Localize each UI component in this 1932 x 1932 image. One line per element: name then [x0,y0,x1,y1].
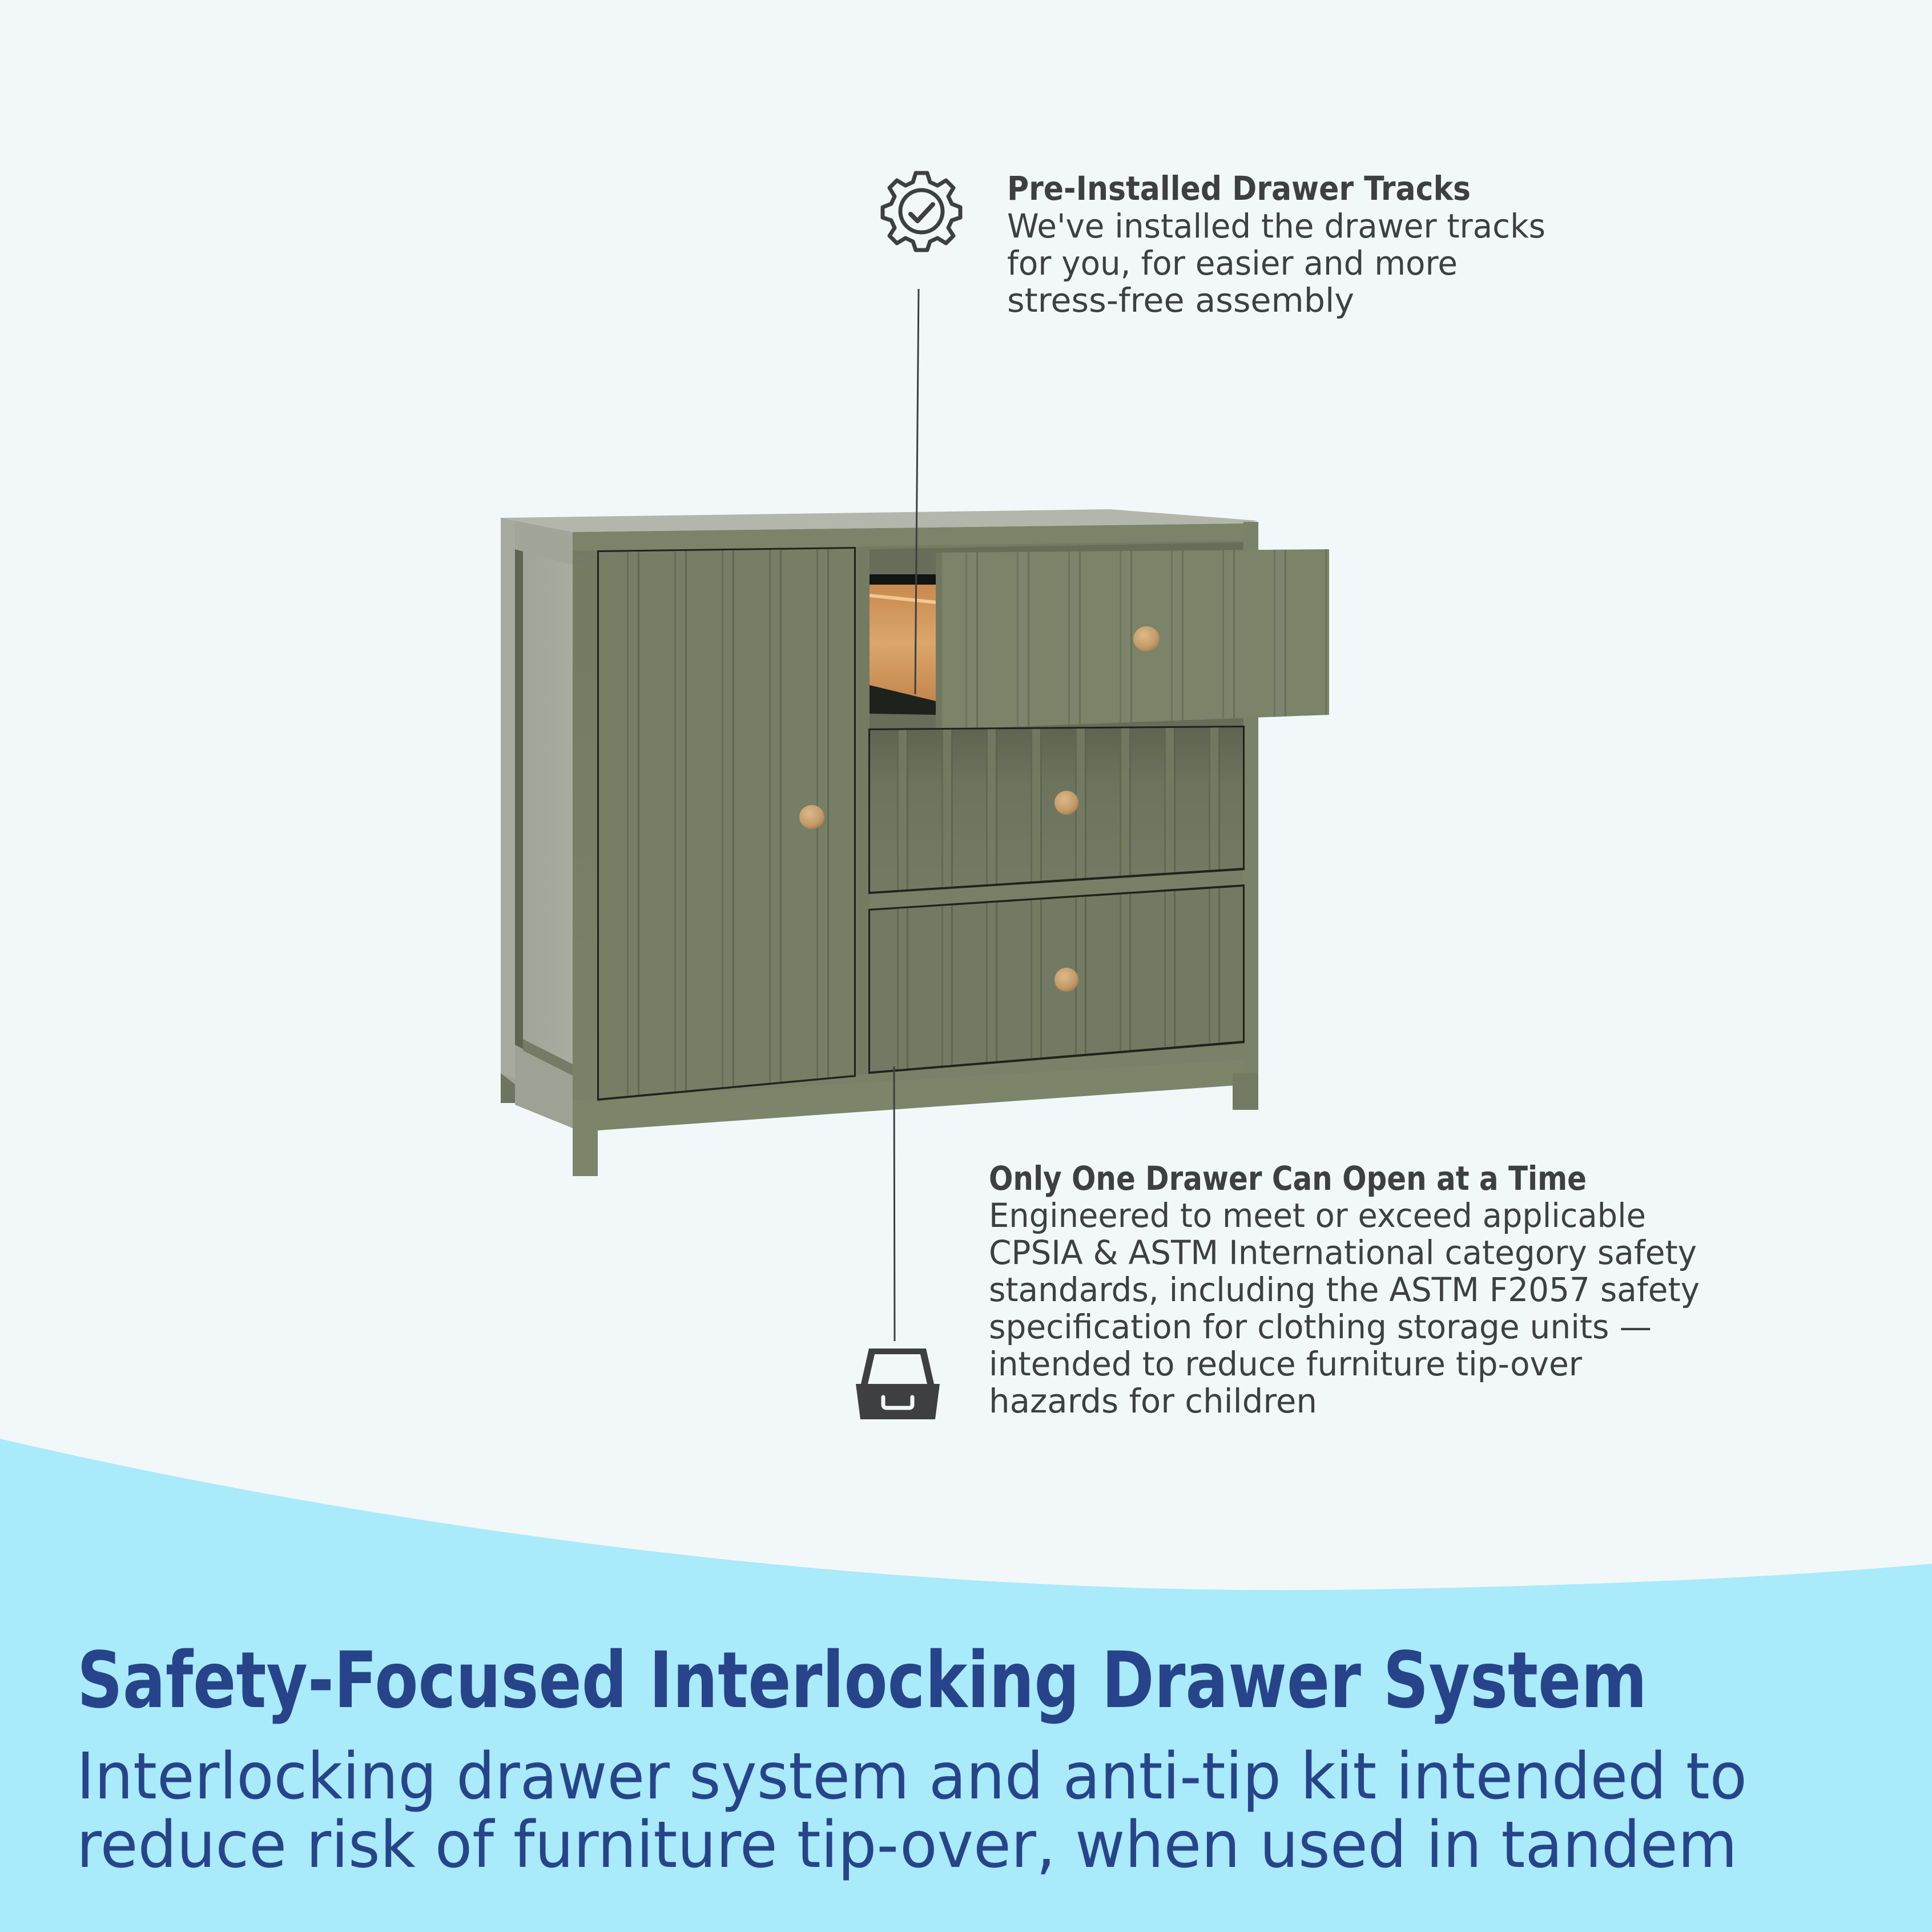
banner-subtitle-line: Interlocking drawer system and anti-tip … [77,1740,1747,1814]
callout-body-line: We've installed the drawer tracks [1007,207,1545,245]
cabinet-right-leg [1233,1073,1258,1110]
callout-body-line: specification for clothing storage units… [989,1307,1652,1346]
bottom-drawer-knob [1054,968,1078,992]
cabinet-front-left-leg [573,1102,598,1176]
open-drawer-bottom-shadow [870,685,936,715]
callout-body-line: Engineered to meet or exceed applicable [989,1196,1646,1235]
open-drawer-box-side [870,585,936,701]
cabinet-side-top-rail [515,521,573,565]
product-image [501,509,1329,1176]
callout-body-line: CPSIA & ASTM International category safe… [989,1233,1697,1272]
banner-heading: Safety-Focused Interlocking Drawer Syste… [77,1636,1647,1726]
cabinet-side-bottom-edge [523,1039,573,1076]
callout-body-line: hazards for children [989,1382,1317,1420]
open-drawer-cavity-top [870,574,936,585]
gear-check-icon [880,171,963,252]
callout-leader-line [914,288,920,695]
callout-body-line: intended to reduce furniture tip-over [989,1345,1582,1383]
banner-subtitle-line: reduce risk of furniture tip-over, when … [77,1808,1737,1882]
door-knob [799,805,824,829]
cabinet-side-bottom-rail [515,1045,573,1128]
callout-body-line: stress-free assembly [1007,281,1354,320]
callout-pre-installed-tracks: Pre-Installed Drawer Tracks We've instal… [880,169,1545,695]
open-drawer-box-edge [870,594,936,604]
cabinet-center-divider [855,549,870,1076]
open-drawer-front [936,549,1329,730]
middle-drawer-knob [1054,791,1078,815]
callout-title: Only One Drawer Can Open at a Time [989,1159,1587,1198]
open-drawer-knob [1133,626,1160,651]
callout-leader-line [893,1066,896,1342]
cabinet-front-top-rail [573,524,1245,551]
cabinet-top [501,509,1258,532]
cabinet-front-bottom-rail [573,1060,1245,1130]
cabinet-door [597,547,856,1101]
callout-one-drawer-at-a-time: Only One Drawer Can Open at a Time Engin… [856,1066,1700,1420]
callout-body-line: for you, for easier and more [1007,244,1458,283]
banner: Safety-Focused Interlocking Drawer Syste… [77,1636,1747,1882]
cabinet-side-frame-back-post [501,518,515,1079]
callout-body-line: standards, including the ASTM F2057 safe… [989,1270,1700,1309]
callout-title: Pre-Installed Drawer Tracks [1007,169,1471,208]
banner-background-wave [0,1439,1932,1932]
middle-drawer-front [868,726,1245,894]
open-drawer-icon [856,1349,940,1419]
cabinet-side-inner-shadow [515,549,523,1082]
